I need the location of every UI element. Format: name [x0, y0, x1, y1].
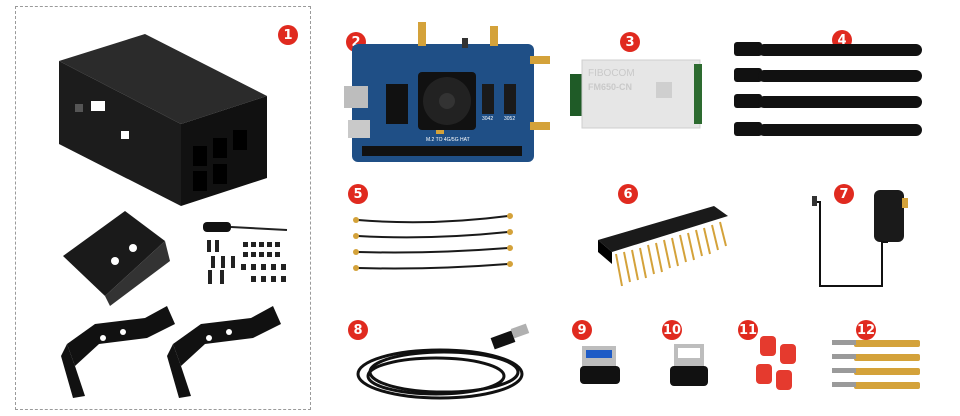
- case-icon: [59, 34, 288, 398]
- screwdriver-icon: [203, 222, 288, 232]
- badge-8: 8: [348, 320, 368, 340]
- item-usb-adapter-a: 9: [566, 318, 636, 398]
- hat-label-a: 3042: [482, 116, 493, 122]
- hat-silkscreen: M.2 TO 4G/5G HAT: [426, 137, 470, 143]
- badge-7: 7: [834, 184, 854, 204]
- item-adapter: 7: [812, 182, 932, 292]
- module-brand: FIBOCOM: [588, 68, 635, 79]
- item-case: 1: [15, 6, 311, 410]
- badge-11: 11: [738, 320, 758, 340]
- cap-icon: [756, 336, 796, 390]
- item-standoffs: 12: [822, 318, 932, 398]
- kit-frame: [15, 6, 311, 410]
- antenna-icon: [734, 42, 922, 136]
- header-icon: [598, 206, 728, 287]
- adapter-icon: [812, 190, 908, 287]
- badge-12: 12: [856, 320, 876, 340]
- item-caps: 11: [734, 318, 804, 398]
- usb-adapter-icon: [670, 344, 708, 386]
- item-cables: 5: [340, 182, 530, 282]
- badge-6: 6: [618, 184, 638, 204]
- badge-5: 5: [348, 184, 368, 204]
- badge-9: 9: [572, 320, 592, 340]
- hat-board-icon: 3042 3052 M.2 TO 4G/5G HAT: [344, 22, 550, 162]
- hat-label-b: 3052: [504, 116, 515, 122]
- item-usb-cable: 8: [340, 318, 540, 408]
- item-header: 6: [594, 182, 734, 292]
- cable-icon: [353, 213, 513, 271]
- usb-cable-icon: [356, 323, 530, 400]
- item-hat-board: 2 3042 3052 M.2 TO 4G/5G HAT: [338, 20, 558, 170]
- badge-3: 3: [620, 32, 640, 52]
- item-antennas: 4: [732, 26, 932, 156]
- badge-1: 1: [278, 25, 298, 45]
- item-module: 3 FIBOCOM FM650-CN: [568, 30, 708, 130]
- module-model: FM650-CN: [588, 82, 632, 92]
- item-usb-adapter-b: 10: [656, 318, 726, 398]
- badge-10: 10: [662, 320, 682, 340]
- bracket-icon: [61, 306, 281, 398]
- standoff-icon: [832, 340, 920, 389]
- usb-adapter-icon: [580, 346, 620, 384]
- module-icon: FIBOCOM FM650-CN: [570, 59, 702, 129]
